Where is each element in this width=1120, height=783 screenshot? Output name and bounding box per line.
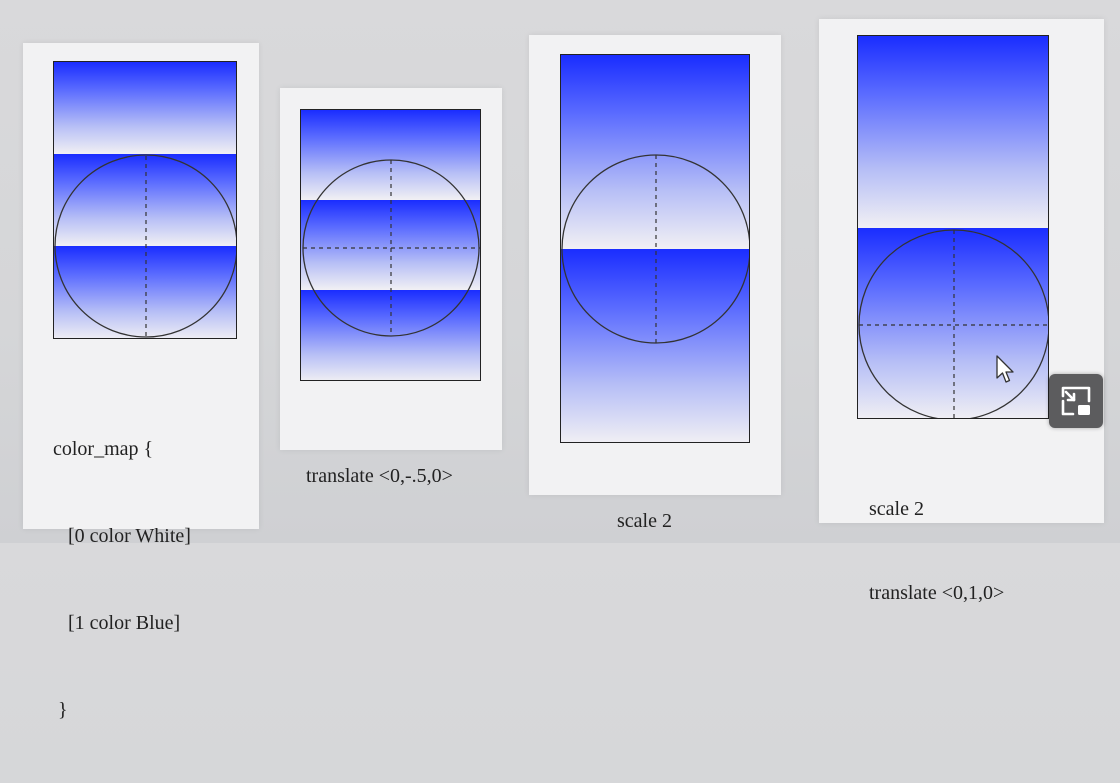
translate-caption: translate <0,-.5,0> [306, 406, 453, 546]
scale-translate-caption: scale 2 translate <0,1,0> [869, 439, 1004, 663]
color-map-code: color_map { [0 color White] [1 color Blu… [53, 377, 191, 783]
caption-line: translate <0,1,0> [869, 582, 1005, 604]
gradient-band [561, 55, 749, 249]
panel-scale: scale 2 [529, 35, 781, 532]
caption-line: scale 2 [869, 498, 924, 520]
sphere-outline [561, 154, 749, 344]
code-line: } [53, 699, 68, 721]
gradient-box [560, 54, 750, 443]
gradient-box [53, 61, 237, 339]
gradient-band [54, 246, 236, 338]
code-line: color_map { [53, 438, 154, 460]
scale-caption: scale 2 [617, 451, 672, 591]
mouse-pointer-icon [996, 355, 1014, 383]
gradient-band [858, 228, 1048, 418]
gradient-band [561, 249, 749, 442]
picture-in-picture-icon [1061, 386, 1091, 416]
caption-line: translate <0,-.5,0> [306, 465, 453, 487]
code-line: [1 color Blue] [53, 612, 181, 634]
gradient-band [54, 62, 236, 154]
code-line: [0 color White] [53, 525, 191, 547]
sphere-outline [54, 154, 236, 338]
gradient-box [857, 35, 1049, 419]
gradient-band [54, 154, 236, 246]
sphere-outline [858, 229, 1048, 418]
gradient-box [300, 109, 481, 381]
panel-color-map: color_map { [0 color White] [1 color Blu… [23, 43, 259, 721]
gradient-band [858, 36, 1048, 228]
panel-scale-translate: scale 2 translate <0,1,0> [819, 19, 1104, 604]
panel-translate: translate <0,-.5,0> [280, 88, 502, 487]
picture-in-picture-button[interactable] [1049, 374, 1103, 428]
sphere-outline [302, 159, 480, 337]
caption-line: scale 2 [617, 510, 672, 532]
